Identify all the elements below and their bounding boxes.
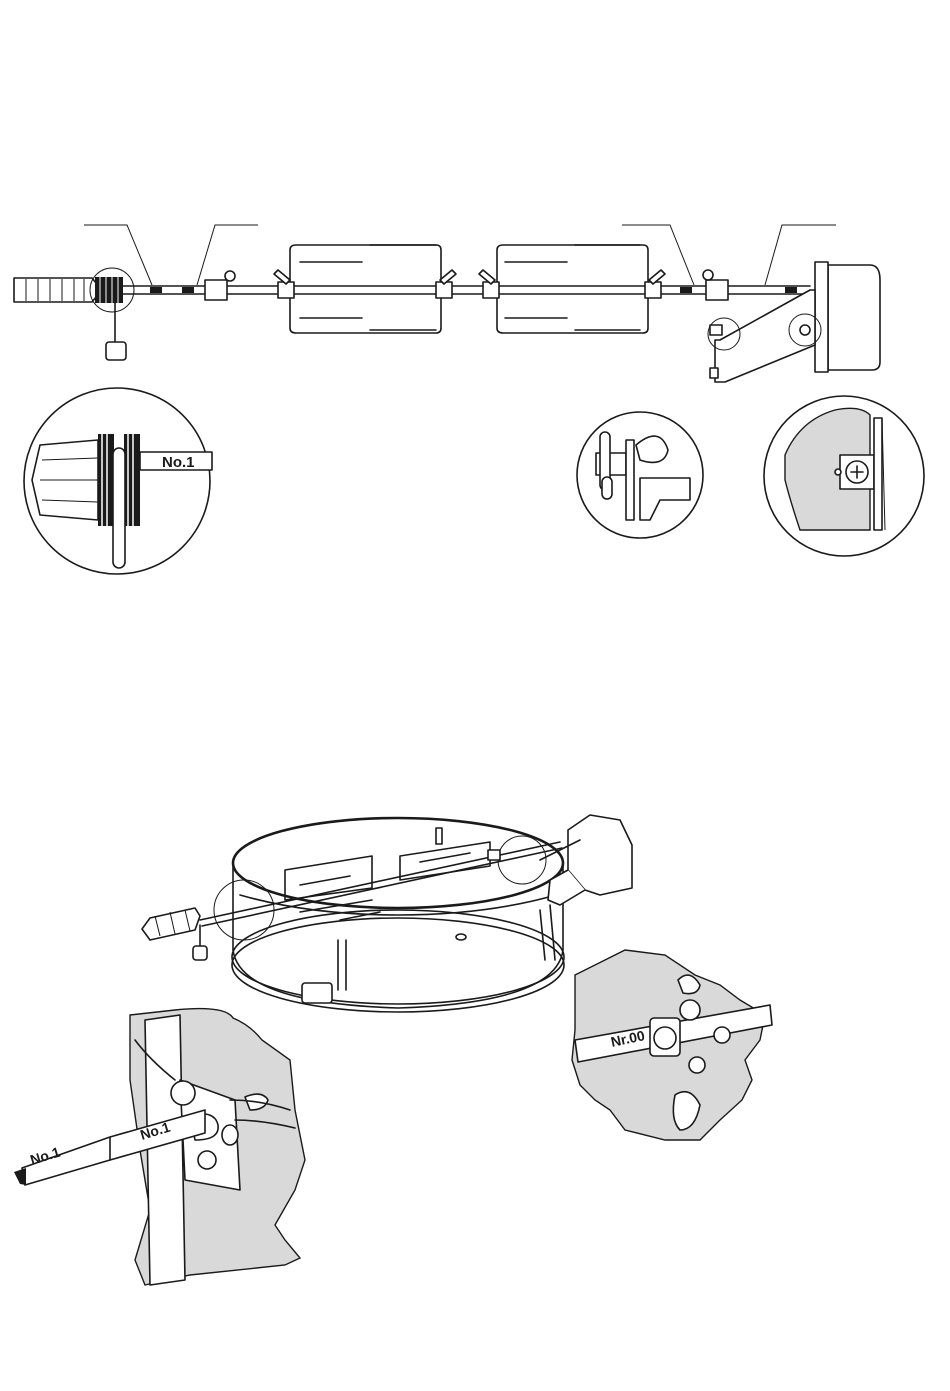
spit-handle [14,268,134,360]
detail-handle-side-closeup: No.1 No.1 [14,1009,305,1285]
detail-motor-side-closeup: Nr.00 [572,950,772,1140]
meat-fork-1 [274,245,456,333]
spit-rod-exploded-view [14,225,880,382]
detail-handle-closeup: No.1 [24,388,212,574]
leader-lines [84,225,836,285]
meat-fork-2 [479,245,665,333]
detail-bracket-screw-closeup [764,396,924,556]
rod-label-no1-detail: No.1 [162,454,195,471]
rotisserie-motor [708,262,880,382]
detail-collar-closeup [577,412,703,538]
kettle-ring-assembly [142,815,632,1012]
